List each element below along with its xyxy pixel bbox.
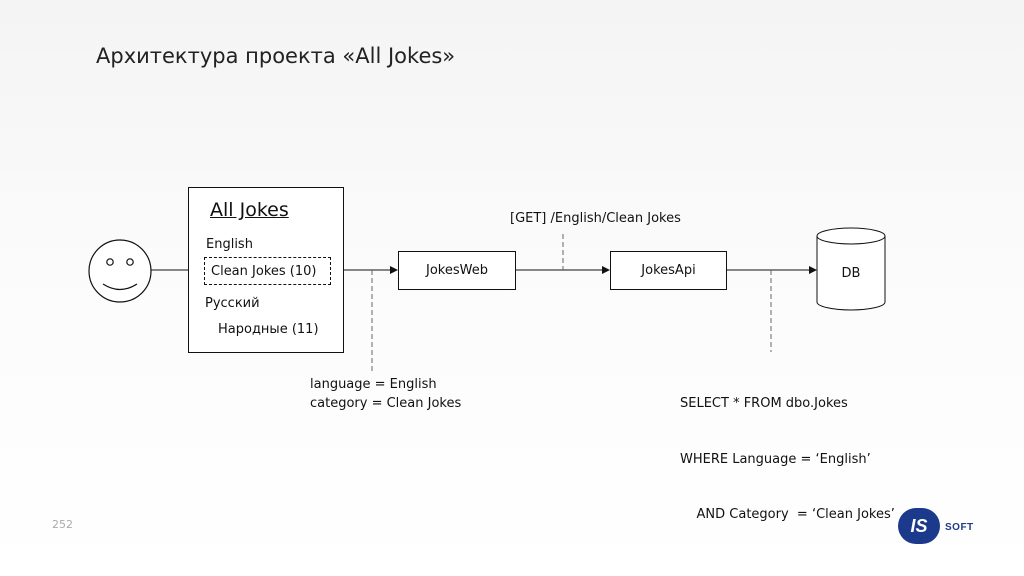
slide-title: Архитектура проекта «All Jokes» [96,44,456,68]
jokes-web-label: JokesWeb [426,263,488,278]
jokes-web-box: JokesWeb [398,251,516,290]
language-english[interactable]: English [206,237,253,252]
page-number: 252 [52,518,73,531]
language-russian[interactable]: Русский [205,296,260,311]
logo-mark: IS [910,515,928,536]
jokes-api-label: JokesApi [641,263,696,278]
category-clean-jokes[interactable]: Clean Jokes (10) [204,257,331,285]
is-logo-icon: IS [898,508,940,544]
jokes-api-box: JokesApi [610,251,727,290]
category-clean-jokes-label: Clean Jokes (10) [211,263,317,279]
smiley-face-icon [88,239,152,303]
params-annotation: language = English category = Clean Joke… [310,376,461,413]
category-narodnye[interactable]: Народные (11) [218,322,319,337]
app-title: All Jokes [210,199,289,221]
param-category: category = Clean Jokes [310,395,462,411]
request-annotation: [GET] /English/Clean Jokes [510,211,681,226]
db-label: DB [841,266,861,281]
database-cylinder-icon [816,227,886,311]
sql-line-and: AND Category = ‘Clean Jokes’ [680,507,895,522]
logo-text: SOFT [945,522,974,533]
sql-line-where: WHERE Language = ‘English’ [680,451,871,467]
sql-annotation: SELECT * FROM dbo.Jokes WHERE Language =… [680,358,895,543]
param-language: language = English [310,377,437,392]
sql-line-select: SELECT * FROM dbo.Jokes [680,396,848,411]
